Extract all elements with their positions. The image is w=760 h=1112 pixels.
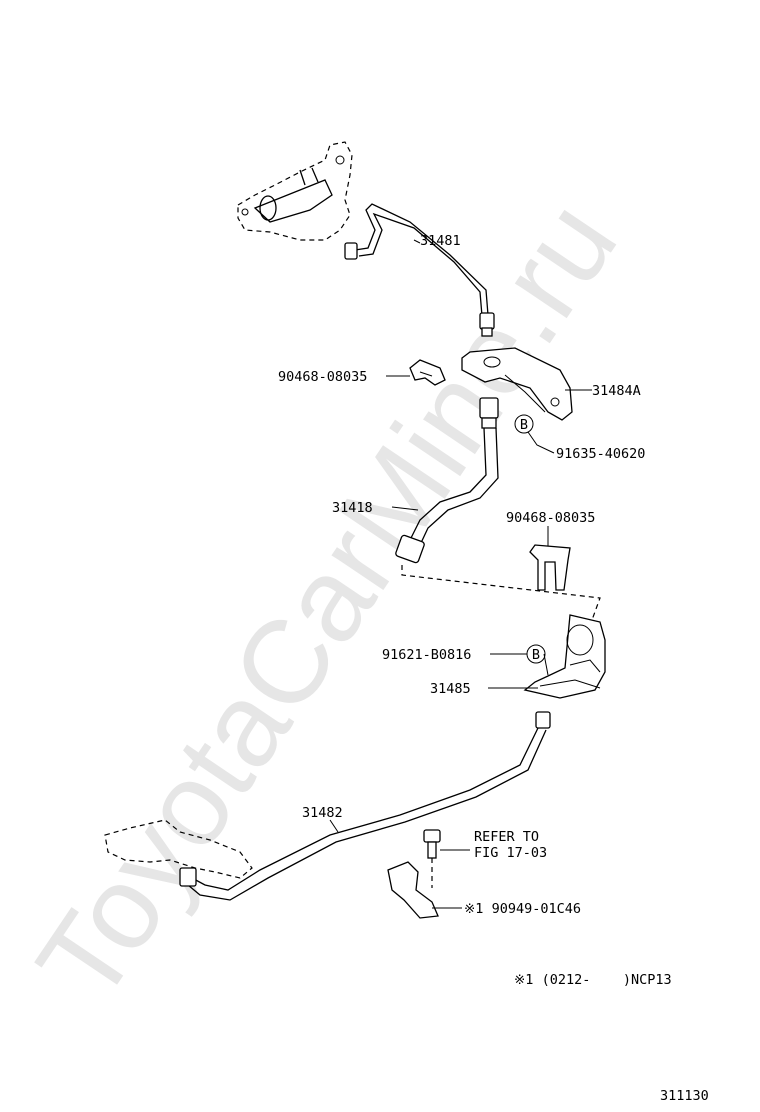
svg-text:B: B xyxy=(520,417,528,433)
clip-90468-mid xyxy=(529,544,571,591)
label-31484A: 31484A xyxy=(592,383,641,399)
label-fig-17-03: FIG 17-03 xyxy=(474,845,547,861)
label-31418: 31418 xyxy=(332,500,373,516)
marker-b-1: B xyxy=(514,414,534,434)
figure-number: 311130 xyxy=(660,1088,709,1104)
master-cylinder-outline xyxy=(237,141,353,241)
svg-text:B: B xyxy=(532,647,540,663)
watermark: ToyotaCarMine.ru xyxy=(12,179,642,1025)
brake-pipe-31481 xyxy=(344,203,495,337)
marker-b-2: B xyxy=(526,644,546,664)
clip-90468-top xyxy=(409,359,446,386)
leader-lines xyxy=(329,239,592,909)
bracket-31485 xyxy=(523,614,606,699)
label-91635: 91635-40620 xyxy=(556,446,645,462)
assembly-dashed-line xyxy=(401,565,601,621)
label-90949: ※1 90949-01C46 xyxy=(464,901,581,917)
label-refer-to: REFER TO xyxy=(474,829,539,845)
label-90468-top: 90468-08035 xyxy=(278,369,367,385)
bracket-31484A xyxy=(461,347,573,421)
flexible-hose-31418 xyxy=(395,397,499,564)
brake-pipe-31482 xyxy=(179,711,551,901)
footnote: ※1 (0212- )NCP13 xyxy=(514,972,672,988)
label-90468-mid: 90468-08035 xyxy=(506,510,595,526)
label-31482: 31482 xyxy=(302,805,343,821)
label-91621: 91621-B0816 xyxy=(382,647,471,663)
label-31481: 31481 xyxy=(420,233,461,249)
label-31485: 31485 xyxy=(430,681,471,697)
bolt-and-bracket-90949 xyxy=(387,829,441,919)
rear-component-outline xyxy=(104,819,253,879)
